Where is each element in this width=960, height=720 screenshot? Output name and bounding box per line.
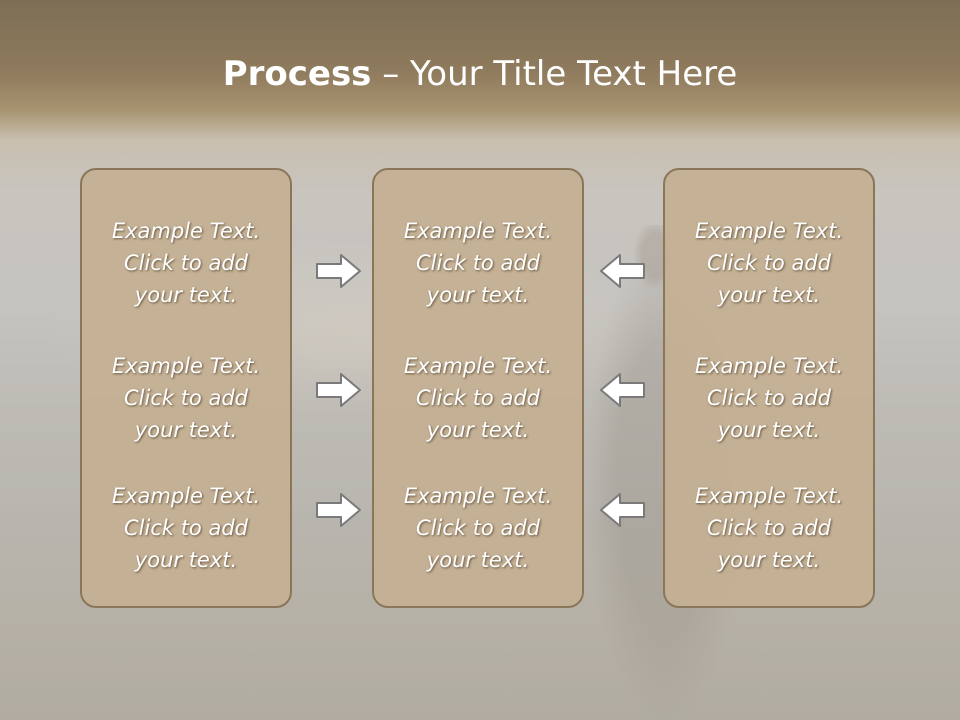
arrow-left-icon	[600, 373, 645, 407]
text-line: your text.	[134, 283, 238, 307]
text-placeholder[interactable]: Example Text. Click to add your text.	[374, 215, 582, 311]
text-placeholder[interactable]: Example Text. Click to add your text.	[665, 350, 873, 446]
text-line: Example Text.	[403, 219, 553, 243]
text-line: Click to add	[123, 386, 248, 410]
title-rest-part: – Your Title Text Here	[371, 54, 738, 94]
title-bold-part: Process	[222, 54, 372, 94]
arrow-left-icon	[600, 254, 645, 288]
text-line: your text.	[717, 283, 821, 307]
text-line: Click to add	[123, 516, 248, 540]
text-line: your text.	[426, 548, 530, 572]
slide-title[interactable]: Process – Your Title Text Here	[0, 52, 960, 96]
text-placeholder[interactable]: Example Text. Click to add your text.	[82, 350, 290, 446]
text-line: your text.	[717, 418, 821, 442]
process-box-center: Example Text. Click to add your text. Ex…	[372, 168, 584, 608]
text-line: Example Text.	[694, 354, 844, 378]
text-line: your text.	[717, 548, 821, 572]
process-box-right: Example Text. Click to add your text. Ex…	[663, 168, 875, 608]
text-placeholder[interactable]: Example Text. Click to add your text.	[665, 215, 873, 311]
text-line: your text.	[134, 548, 238, 572]
text-line: Click to add	[415, 516, 540, 540]
text-line: your text.	[134, 418, 238, 442]
text-line: Click to add	[706, 386, 831, 410]
process-box-left: Example Text. Click to add your text. Ex…	[80, 168, 292, 608]
text-line: Click to add	[706, 516, 831, 540]
arrow-left-icon	[600, 493, 645, 527]
text-line: Click to add	[123, 251, 248, 275]
arrow-right-icon	[316, 373, 361, 407]
arrow-right-icon	[316, 254, 361, 288]
text-line: Example Text.	[694, 219, 844, 243]
text-placeholder[interactable]: Example Text. Click to add your text.	[374, 350, 582, 446]
text-line: Example Text.	[111, 354, 261, 378]
text-line: your text.	[426, 283, 530, 307]
text-placeholder[interactable]: Example Text. Click to add your text.	[82, 215, 290, 311]
arrow-right-icon	[316, 493, 361, 527]
text-placeholder[interactable]: Example Text. Click to add your text.	[665, 480, 873, 576]
text-line: Click to add	[415, 251, 540, 275]
text-line: Example Text.	[403, 484, 553, 508]
text-line: Example Text.	[111, 484, 261, 508]
text-placeholder[interactable]: Example Text. Click to add your text.	[374, 480, 582, 576]
text-line: Example Text.	[111, 219, 261, 243]
text-line: Click to add	[415, 386, 540, 410]
text-line: Example Text.	[403, 354, 553, 378]
text-line: Click to add	[706, 251, 831, 275]
text-line: Example Text.	[694, 484, 844, 508]
text-line: your text.	[426, 418, 530, 442]
text-placeholder[interactable]: Example Text. Click to add your text.	[82, 480, 290, 576]
